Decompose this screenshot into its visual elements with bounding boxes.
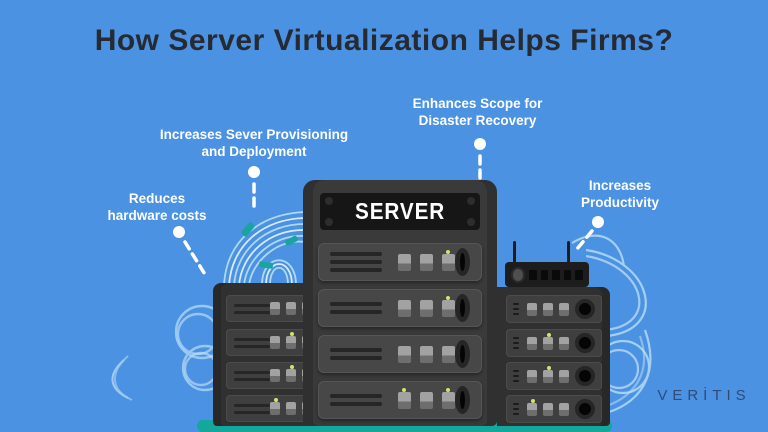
- callout-productivity: Increases Productivity: [545, 177, 695, 211]
- rack-unit: [506, 395, 602, 423]
- vent-lines: [234, 337, 270, 348]
- page-title: How Server Virtualization Helps Firms?: [94, 24, 674, 57]
- vent-dashes: [513, 337, 519, 349]
- server-tower-right: [497, 287, 610, 426]
- port-socket: [455, 248, 470, 276]
- rack-unit: [318, 381, 482, 419]
- unit-buttons: [527, 332, 569, 350]
- screw-icon: [325, 218, 333, 226]
- unit-buttons: [398, 249, 455, 271]
- rack-unit: [506, 362, 602, 390]
- screw-icon: [325, 197, 333, 205]
- leader-line-hardware: [183, 240, 208, 278]
- router-port: [540, 269, 549, 280]
- callout-line: Enhances Scope for: [412, 96, 543, 111]
- port-socket: [455, 386, 470, 414]
- rack-unit: [506, 329, 602, 357]
- vent-lines: [330, 252, 382, 272]
- cable-bundle-left: [223, 211, 306, 287]
- cable-band: [284, 235, 298, 246]
- connector-dot: [474, 138, 486, 150]
- router-port: [552, 269, 560, 280]
- vent-lines: [330, 302, 382, 314]
- rack-unit: [318, 335, 482, 373]
- callout-line: Reduces: [128, 191, 186, 206]
- screw-icon: [467, 218, 475, 226]
- router-port: [529, 269, 537, 280]
- vent-lines: [234, 303, 270, 314]
- server-label: SERVER: [354, 198, 446, 224]
- callout-line: Increases: [588, 178, 652, 193]
- wifi-router: [505, 241, 589, 287]
- unit-buttons: [398, 295, 455, 317]
- leader-line-productivity: [575, 229, 594, 251]
- vent-dashes: [513, 403, 519, 415]
- vent-lines: [234, 370, 270, 381]
- vent-dashes: [513, 303, 519, 315]
- cable-corner-left: [111, 355, 133, 401]
- port-socket: [455, 340, 470, 368]
- rack-unit: [318, 289, 482, 327]
- port-socket: [575, 366, 595, 386]
- connector-dot: [248, 166, 260, 178]
- callout-line: hardware costs: [107, 208, 207, 223]
- server-tower-center: SERVER: [303, 180, 497, 426]
- rack-unit: [226, 329, 316, 356]
- unit-buttons: [527, 398, 569, 416]
- vent-lines: [330, 348, 382, 360]
- unit-buttons: [527, 365, 569, 383]
- router-knob: [511, 266, 526, 283]
- vent-lines: [330, 394, 382, 406]
- unit-buttons: [398, 345, 455, 363]
- cable-band: [258, 261, 274, 269]
- callout-line: Disaster Recovery: [418, 113, 537, 128]
- port-socket: [575, 399, 595, 419]
- callout-line: Productivity: [580, 195, 659, 210]
- vent-lines: [234, 403, 270, 414]
- callout-line: and Deployment: [201, 144, 307, 159]
- callout-line: Increases Sever Provisioning: [159, 127, 349, 142]
- rack-unit: [506, 295, 602, 323]
- antenna-icon: [567, 241, 570, 263]
- callout-provisioning: Increases Sever Provisioning and Deploym…: [128, 126, 380, 160]
- router-port: [575, 269, 583, 280]
- port-socket: [575, 299, 595, 319]
- connector-dot: [173, 226, 185, 238]
- port-socket: [575, 333, 595, 353]
- antenna-icon: [513, 241, 516, 263]
- router-port: [563, 269, 572, 280]
- callout-disaster-recovery: Enhances Scope for Disaster Recovery: [375, 95, 580, 129]
- rack-unit: [318, 243, 482, 281]
- unit-buttons: [527, 302, 569, 316]
- screw-icon: [467, 197, 475, 205]
- unit-buttons: [398, 387, 455, 409]
- cable-arc: [258, 259, 297, 286]
- veritis-logo: VERİTIS: [657, 387, 751, 404]
- connector-dot: [592, 216, 604, 228]
- server-name-plate: SERVER: [320, 193, 480, 230]
- port-socket: [455, 294, 470, 322]
- vent-dashes: [513, 370, 519, 382]
- cable-band: [241, 222, 255, 237]
- callout-hardware-costs: Reduces hardware costs: [57, 190, 257, 224]
